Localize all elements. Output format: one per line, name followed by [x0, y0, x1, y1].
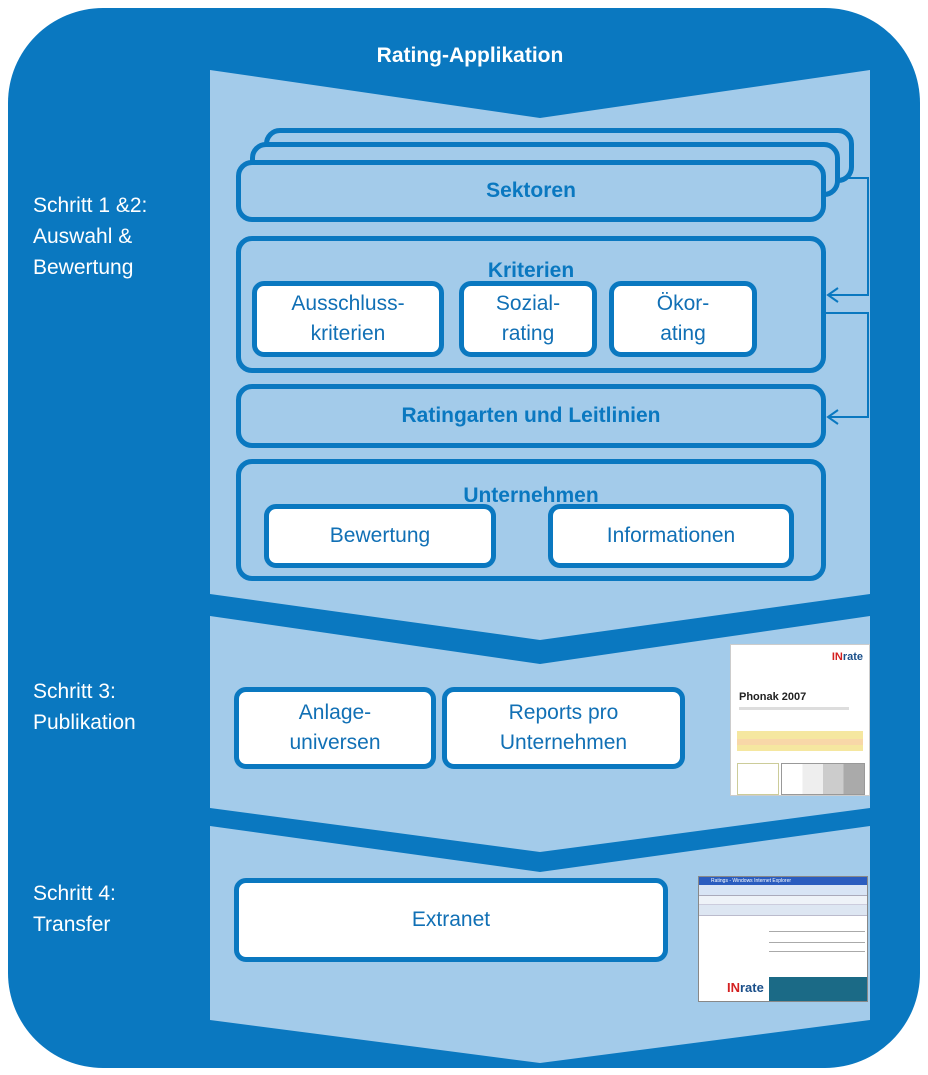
oekorating-label: Ökor- ating [656, 292, 710, 345]
report-table-row [737, 739, 863, 745]
unternehmen-label: Unternehmen [463, 484, 599, 507]
ausschlusskriterien-box: Ausschluss- kriterien [252, 281, 444, 357]
extranet-thumbnail: Ratings - Windows Internet Explorer INra… [698, 876, 868, 1002]
step-4-label: Schritt 4: Transfer [33, 882, 116, 936]
diagram-title: Rating-Applikation [376, 44, 564, 67]
anlageuniversen-label: Anlage- universen [289, 701, 381, 754]
anlageuniversen-box: Anlage- universen [234, 687, 436, 769]
report-logo-in: IN [831, 651, 843, 663]
report-chart [781, 763, 865, 795]
ratingarten-label: Ratingarten und Leitlinien [401, 404, 661, 427]
report-line [739, 707, 849, 710]
report-logo-rest: rate [842, 651, 863, 663]
extranet-nav-row [769, 931, 865, 943]
report-thumbnail: INrate Phonak 2007 [730, 644, 870, 796]
report-logo: INrate [832, 651, 863, 663]
extranet-footer-band [769, 977, 867, 1001]
sektoren-box: Sektoren [236, 160, 826, 222]
ratingarten-box: Ratingarten und Leitlinien [236, 384, 826, 448]
step-3-label: Schritt 3: Publikation [33, 680, 136, 734]
report-table-row [737, 745, 863, 751]
extranet-box: Extranet [234, 878, 668, 962]
arrow-head-icon [826, 287, 839, 303]
informationen-label: Informationen [606, 524, 736, 547]
bewertung-box: Bewertung [264, 504, 496, 568]
sozialrating-box: Sozial- rating [459, 281, 597, 357]
browser-address-bar [699, 885, 867, 896]
ausschlusskriterien-label: Ausschluss- kriterien [291, 292, 405, 345]
report-table-header [737, 731, 863, 739]
extranet-logo-rest: rate [740, 980, 764, 995]
top-chevron [210, 72, 870, 118]
bewertung-label: Bewertung [329, 524, 431, 547]
extranet-logo: INrate [727, 980, 764, 995]
kriterien-label: Kriterien [487, 259, 575, 282]
browser-menu-bar [699, 896, 867, 905]
reports-label: Reports pro Unternehmen [499, 701, 628, 754]
kriterien-to-ratingarten-connector [820, 312, 869, 418]
extranet-label: Extranet [411, 908, 491, 931]
reports-box: Reports pro Unternehmen [442, 687, 685, 769]
arrow-head-icon [826, 409, 839, 425]
extranet-logo-in: IN [727, 980, 740, 995]
sektoren-label: Sektoren [486, 179, 576, 202]
browser-titlebar: Ratings - Windows Internet Explorer [699, 877, 867, 885]
step-1-2-label: Schritt 1 &2: Auswahl & Bewertung [33, 194, 148, 279]
informationen-box: Informationen [548, 504, 794, 568]
report-heading: Phonak 2007 [739, 691, 807, 703]
report-small-table [737, 763, 779, 795]
extranet-nav-row [769, 943, 865, 952]
sozialrating-label: Sozial- rating [495, 292, 561, 345]
browser-tab-bar [699, 905, 867, 916]
oekorating-box: Ökor- ating [609, 281, 757, 357]
